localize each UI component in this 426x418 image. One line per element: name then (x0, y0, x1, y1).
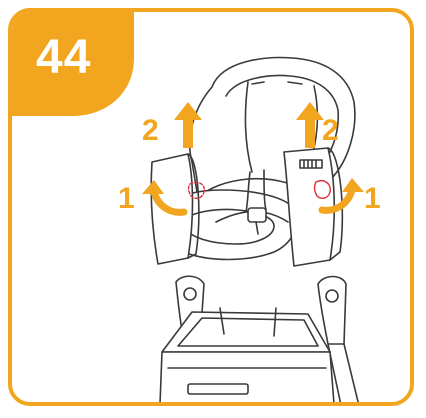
instruction-panel: 2 2 1 1 44 (8, 8, 414, 406)
callout-step-1-left: 1 (118, 184, 135, 214)
frame-right-post (318, 277, 346, 345)
arrow-up-icon (174, 102, 202, 148)
curved-arrow-icon (140, 180, 188, 216)
curved-arrow-icon (318, 178, 366, 214)
arrow-up-icon (296, 102, 324, 148)
tray-front (160, 352, 334, 404)
callout-step-2-left: 2 (142, 116, 159, 146)
callout-step-2-right: 2 (322, 116, 339, 146)
step-number: 44 (36, 34, 91, 82)
buckle (248, 208, 266, 222)
step-badge: 44 (12, 12, 134, 116)
frame-right-leg (344, 344, 360, 406)
callout-step-1-right: 1 (364, 184, 381, 214)
